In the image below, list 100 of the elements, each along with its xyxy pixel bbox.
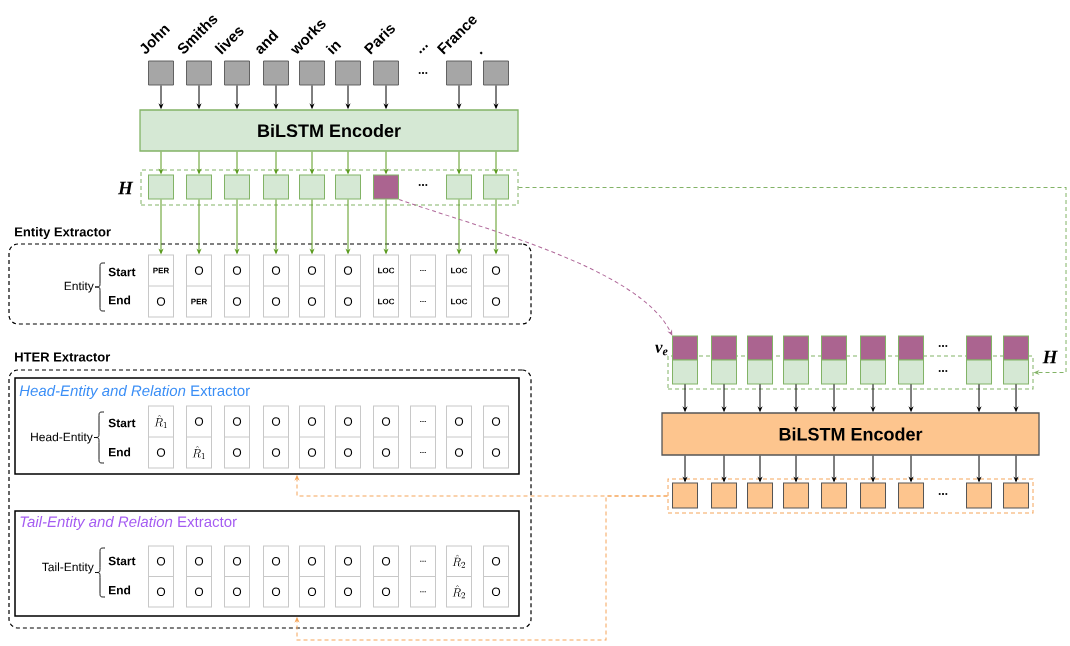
arrow xyxy=(457,151,461,174)
row-label: Entity xyxy=(64,281,94,293)
arrow xyxy=(832,455,836,482)
vector-cell xyxy=(821,482,847,509)
arrow xyxy=(346,84,350,109)
row-label: End xyxy=(109,585,131,595)
ellipsis: ... xyxy=(938,493,948,495)
ellipsis: ... xyxy=(938,345,948,347)
tag-column: O O xyxy=(299,405,325,469)
arrow xyxy=(832,383,836,412)
tag-column: O PER xyxy=(186,254,212,318)
node-label: Entity Extractor xyxy=(15,226,111,240)
embedding-box xyxy=(263,60,289,86)
arrow xyxy=(758,383,762,412)
tag-column: LOC LOC xyxy=(446,254,472,318)
arrow xyxy=(457,199,461,254)
arrow xyxy=(722,383,726,412)
encoder-box: BiLSTM Encoder xyxy=(661,412,1040,456)
embedding-box xyxy=(335,60,361,86)
tag-column: ... ... xyxy=(410,254,436,318)
arrow xyxy=(909,383,913,412)
embedding-box xyxy=(186,60,212,86)
stacked-vector-cell xyxy=(747,335,773,385)
vector-cell xyxy=(148,174,174,200)
arrow xyxy=(235,84,239,109)
row-label: Start xyxy=(108,556,136,566)
embedding-box xyxy=(224,60,250,86)
stacked-vector-cell xyxy=(860,335,886,385)
arrow xyxy=(197,84,201,109)
tag-column: O O xyxy=(373,545,399,608)
arrow xyxy=(794,455,798,482)
embedding-box xyxy=(148,60,174,86)
arrow xyxy=(384,199,388,254)
tag-column: ... ... xyxy=(410,545,436,608)
arrow xyxy=(197,199,201,254)
arrow xyxy=(794,383,798,412)
arrow xyxy=(1014,455,1018,482)
row-label: End xyxy=(109,447,131,457)
arrow xyxy=(871,455,875,482)
tag-column: O $\hat{R}_1$ xyxy=(186,405,212,469)
arrow xyxy=(197,151,201,174)
vector-cell xyxy=(672,482,698,509)
arrow xyxy=(977,383,981,412)
embedding-box xyxy=(446,60,472,86)
arrow xyxy=(295,495,668,641)
vector-cell xyxy=(898,482,924,509)
arrow xyxy=(235,199,239,254)
node-label: HTER Extractor xyxy=(15,352,111,362)
tag-column: O O xyxy=(335,254,361,318)
arrow xyxy=(1014,383,1018,412)
ellipsis: ... xyxy=(418,72,428,74)
row-label: Head-Entity xyxy=(31,432,93,444)
vector-label: v$_{e}$ xyxy=(655,344,668,356)
tag-column: O O xyxy=(446,405,472,469)
word-label: and xyxy=(256,29,279,55)
tag-column: O O xyxy=(299,254,325,318)
stacked-vector-cell xyxy=(783,335,809,385)
tag-column: ... ... xyxy=(410,405,436,469)
arrow xyxy=(977,455,981,482)
arrow xyxy=(398,199,673,336)
vector-cell xyxy=(483,174,509,200)
stacked-vector-cell xyxy=(966,335,992,385)
arrow xyxy=(518,187,1067,375)
tag-column: O O xyxy=(335,405,361,469)
node-label: H xyxy=(117,181,134,195)
arrow xyxy=(683,455,687,482)
arrow xyxy=(909,455,913,482)
arrow xyxy=(384,151,388,174)
arrow xyxy=(494,199,498,254)
vector-cell xyxy=(747,482,773,509)
stacked-vector-cell xyxy=(898,335,924,385)
vector-cell xyxy=(966,482,992,509)
tag-column: O O xyxy=(224,405,250,469)
stacked-vector-cell xyxy=(672,335,698,385)
ellipsis: ... xyxy=(418,184,428,186)
arrow xyxy=(159,84,163,109)
vector-cell xyxy=(711,482,737,509)
arrow xyxy=(871,383,875,412)
row-label: Start xyxy=(108,418,136,428)
vector-cell xyxy=(373,174,399,200)
tag-column: O O xyxy=(373,405,399,469)
tag-column: O O xyxy=(483,405,509,469)
vector-cell xyxy=(224,174,250,200)
encoder-box: BiLSTM Encoder xyxy=(139,109,519,152)
vector-cell xyxy=(335,174,361,200)
tag-column: O O xyxy=(263,254,289,318)
row-label: Tail-Entity xyxy=(42,562,94,574)
tag-column: O O xyxy=(483,254,509,318)
vector-cell xyxy=(299,174,325,200)
tag-column: O O xyxy=(148,545,174,608)
tag-column: O O xyxy=(224,545,250,608)
row-label: End xyxy=(109,295,131,305)
arrow xyxy=(235,151,239,174)
tag-column: PER O xyxy=(148,254,174,318)
arrow xyxy=(159,151,163,174)
arrow xyxy=(274,199,278,254)
vector-cell xyxy=(446,174,472,200)
arrow xyxy=(310,199,314,254)
word-label: in xyxy=(325,41,342,55)
embedding-box xyxy=(373,60,399,86)
